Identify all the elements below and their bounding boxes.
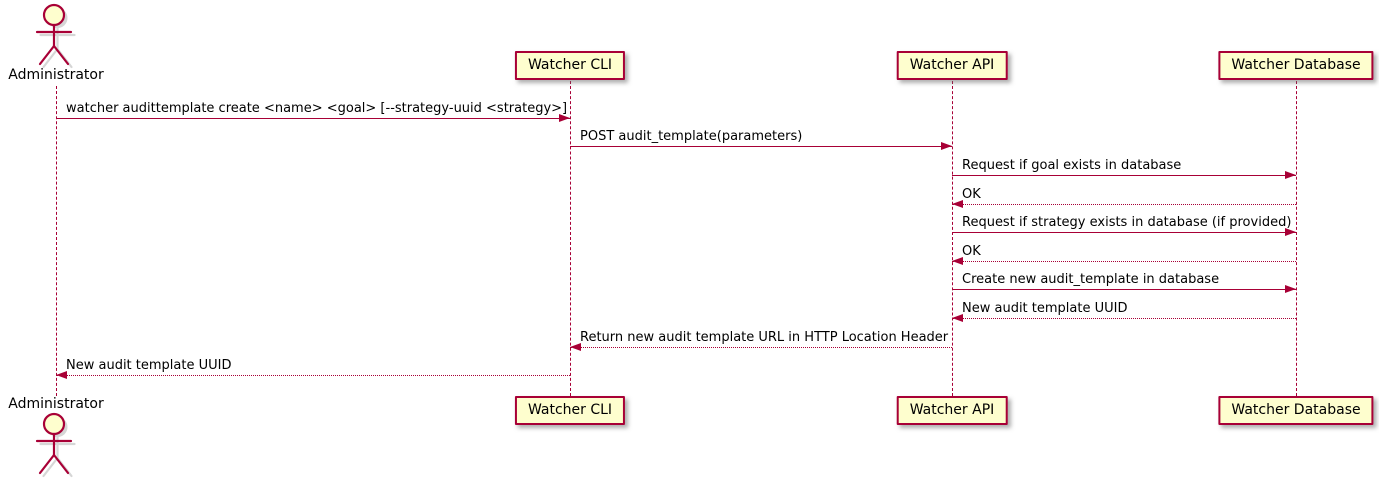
message-label: OK	[962, 187, 981, 202]
lifeline-administrator	[56, 86, 57, 396]
participant-watcher-api: Watcher API	[896, 51, 1008, 80]
arrowhead-icon	[570, 343, 581, 351]
message-line	[56, 118, 570, 119]
message-line	[952, 175, 1296, 176]
arrowhead-icon	[952, 257, 963, 265]
message-label: OK	[962, 244, 981, 259]
message-label: New audit template UUID	[962, 301, 1128, 316]
message-line	[570, 146, 952, 147]
message-label: New audit template UUID	[66, 358, 232, 373]
participant-label-administrator: Administrator	[8, 396, 104, 412]
participant-watcher-cli: Watcher CLI	[514, 51, 626, 80]
participant-watcher-database: Watcher Database	[1218, 396, 1374, 425]
participant-watcher-api: Watcher API	[896, 396, 1008, 425]
arrowhead-icon	[1285, 285, 1296, 293]
message-label: Request if goal exists in database	[962, 158, 1182, 173]
participant-label-administrator: Administrator	[8, 67, 104, 83]
lifeline-watcher-database	[1296, 81, 1297, 396]
message-line	[952, 289, 1296, 290]
arrowhead-icon	[1285, 228, 1296, 236]
arrowhead-icon	[952, 200, 963, 208]
message-label: POST audit_template(parameters)	[580, 129, 803, 144]
message-line	[952, 204, 1296, 205]
message-line	[570, 347, 952, 348]
message-line	[56, 375, 570, 376]
arrowhead-icon	[941, 142, 952, 150]
message-label: Create new audit_template in database	[962, 272, 1220, 287]
message-line	[952, 318, 1296, 319]
lifeline-watcher-api	[952, 81, 953, 396]
message-line	[952, 232, 1296, 233]
arrowhead-icon	[56, 371, 67, 379]
participant-watcher-cli: Watcher CLI	[514, 396, 626, 425]
message-label: Return new audit template URL in HTTP Lo…	[580, 330, 949, 345]
message-line	[952, 261, 1296, 262]
lifeline-watcher-cli	[570, 81, 571, 396]
arrowhead-icon	[952, 314, 963, 322]
actor-icon	[29, 412, 83, 482]
participant-watcher-database: Watcher Database	[1218, 51, 1374, 80]
message-label: watcher audittemplate create <name> <goa…	[66, 101, 568, 116]
arrowhead-icon	[1285, 171, 1296, 179]
actor-icon	[29, 3, 83, 73]
arrowhead-icon	[559, 114, 570, 122]
message-label: Request if strategy exists in database (…	[962, 215, 1292, 230]
